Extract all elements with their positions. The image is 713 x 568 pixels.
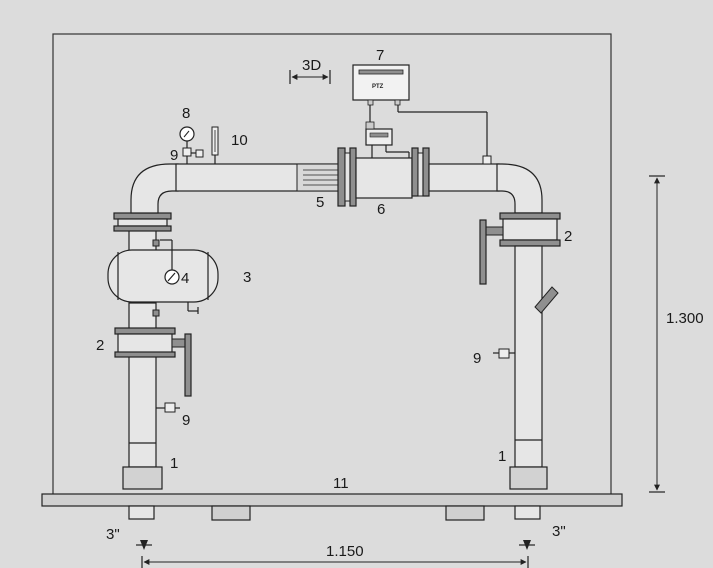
label-pressure-gauge: 8 (182, 105, 190, 122)
inlet-size-label: 3" (106, 526, 120, 543)
left-elbow (130, 163, 179, 214)
dimension-width-value: 1.150 (326, 543, 364, 560)
right-valve-handle[interactable] (479, 219, 487, 285)
base-skid (41, 493, 623, 507)
skid-foot-right (445, 505, 485, 521)
right-valve-stem (485, 226, 504, 236)
skid-foot-left (211, 505, 251, 521)
outlet-size-label: 3" (552, 523, 566, 540)
right-vertical-pipe (514, 245, 543, 468)
left-vertical-pipe-lower (128, 354, 157, 468)
top-pipe-right (428, 163, 500, 192)
pressure-tap-right (482, 155, 492, 165)
right-thermowell (534, 286, 559, 314)
right-bleed-valve[interactable] (498, 348, 510, 359)
right-valve-flange-bottom (499, 239, 561, 247)
left-valve-body (117, 333, 173, 354)
left-valve-stem (171, 338, 186, 348)
label-meter-run: 6 (377, 201, 385, 218)
left-base-coupling (122, 466, 163, 490)
right-valve-flange-top (499, 212, 561, 220)
ptz-transmitter (352, 64, 410, 106)
left-elbow-flange-top (113, 212, 172, 220)
left-elbow-flange-bottom (113, 225, 172, 232)
label-straight-pipe-left: 1 (170, 455, 178, 472)
left-vertical-pipe-mid (128, 302, 157, 331)
label-bleed-valve-left: 9 (182, 412, 190, 429)
label-separator: 3 (243, 269, 251, 286)
dimension-width (141, 556, 529, 568)
dimension-3d (289, 70, 331, 84)
meter-flange-outlet-b (422, 147, 430, 197)
flow-conditioner (296, 163, 340, 192)
meter-flange-inlet-b (349, 147, 357, 207)
dimension-height-value: 1.300 (666, 310, 704, 327)
label-bleed-valve-top: 9 (170, 147, 178, 164)
label-flow-conditioner: 5 (316, 194, 324, 211)
inlet-flow-marker (136, 540, 152, 550)
label-transmitter: 7 (376, 47, 384, 64)
transmitter-text: PTZ (372, 84, 384, 90)
left-valve-flange-bottom (114, 351, 176, 358)
label-separator-gauge: 4 (181, 270, 189, 287)
right-valve-body (502, 218, 558, 241)
right-base-coupling (509, 466, 548, 490)
outlet-flow-marker (519, 540, 535, 550)
separator-vessel (107, 249, 219, 303)
label-thermometer: 10 (231, 132, 248, 149)
meter-flange-inlet-a (337, 147, 346, 207)
label-bleed-valve-right: 9 (473, 350, 481, 367)
label-valve-right: 2 (564, 228, 572, 245)
label-valve-left: 2 (96, 337, 104, 354)
right-elbow (496, 163, 543, 214)
pressure-gauge (179, 126, 195, 164)
left-valve-handle[interactable] (184, 333, 192, 397)
left-bleed-valve[interactable] (164, 402, 176, 413)
inlet-stub-right (514, 505, 541, 520)
meter-flange-outlet-a (411, 147, 419, 197)
dimension-height (649, 175, 665, 493)
label-straight-pipe-right: 1 (498, 448, 506, 465)
left-valve-flange-top (114, 327, 176, 335)
thermometer (211, 126, 219, 164)
label-upstream-length: 3D (302, 57, 321, 74)
label-base-skid: 11 (333, 475, 349, 492)
meter-body (355, 157, 413, 199)
inlet-stub-left (128, 505, 155, 520)
top-bleed-valve[interactable] (195, 149, 204, 158)
